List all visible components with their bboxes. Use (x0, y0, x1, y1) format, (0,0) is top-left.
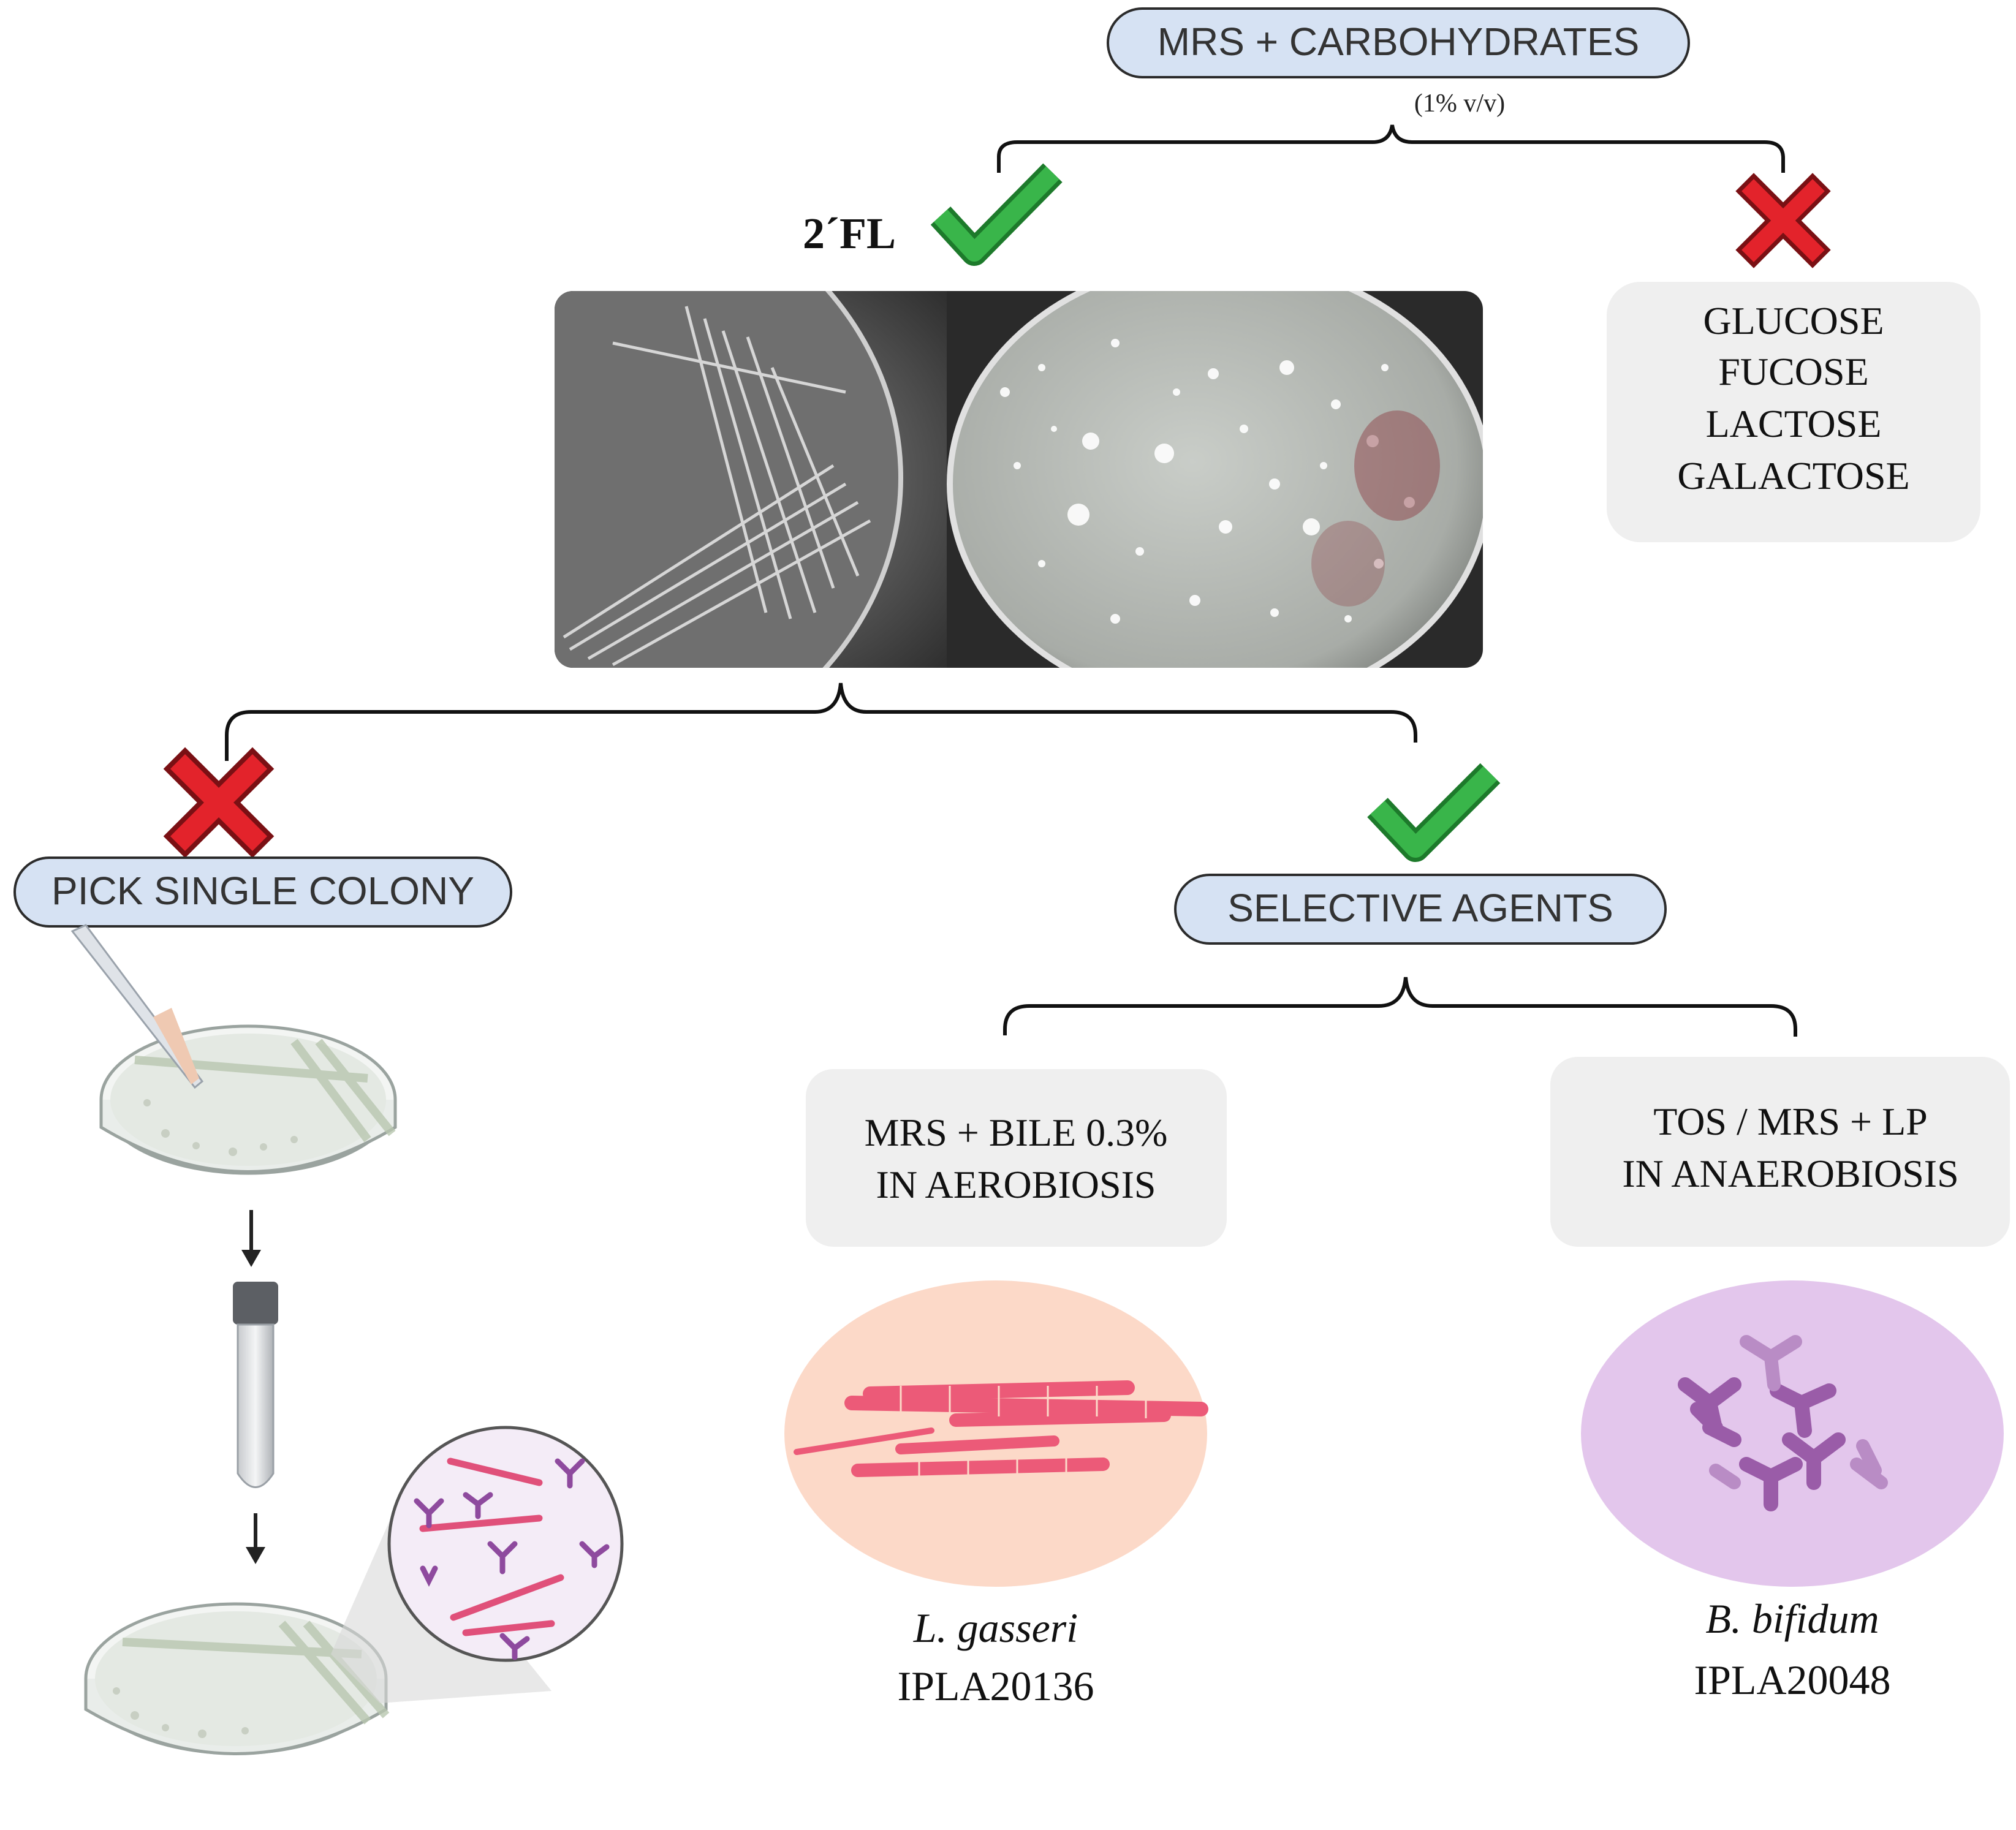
cross-icon (163, 747, 275, 858)
pick-single-colony-pill: PICK SINGLE COLONY (13, 856, 512, 928)
condition-aerobic-line1: MRS + BILE 0.3% (865, 1111, 1168, 1154)
species-l-gasseri: L. gasseri (913, 1605, 1078, 1651)
species-b-bifidum: B. bifidum (1705, 1595, 1879, 1642)
pipette-icon (70, 924, 204, 1089)
arrow-down-icon (246, 1513, 265, 1564)
magnifier-icon (387, 1426, 624, 1662)
l-gasseri-illustration (784, 1280, 1208, 1587)
petri-dish-icon (99, 1024, 397, 1175)
top-brace (997, 124, 1785, 173)
cross-icon (1735, 173, 1831, 268)
middle-brace (225, 682, 1417, 761)
carbohydrates-pill: MRS + CARBOHYDRATES (1107, 7, 1690, 78)
concentration-note: (1% v/v) (1414, 89, 1505, 118)
petri-dish-icon (84, 1602, 390, 1755)
test-tube-icon (233, 1282, 278, 1488)
rejected-substrate-2: FUCOSE (1718, 350, 1868, 393)
plate-photographs (555, 291, 1483, 668)
condition-box-anaerobic: TOS / MRS + LP IN ANAEROBIOSIS (1550, 1057, 2010, 1247)
rejected-substrate-1: GLUCOSE (1703, 299, 1884, 342)
selective-agents-pill: SELECTIVE AGENTS (1174, 874, 1667, 945)
carbohydrates-pill-label: MRS + CARBOHYDRATES (1158, 20, 1640, 64)
strain-ipla20136: IPLA20136 (897, 1663, 1094, 1709)
condition-anaerobic-line1: TOS / MRS + LP (1653, 1100, 1928, 1143)
pick-single-colony-label: PICK SINGLE COLONY (51, 869, 474, 913)
rejected-substrate-3: LACTOSE (1706, 402, 1882, 445)
lower-brace (1003, 977, 1797, 1037)
condition-anaerobic-line2: IN ANAEROBIOSIS (1622, 1152, 1958, 1195)
b-bifidum-illustration (1581, 1280, 2004, 1587)
rejected-substrate-4: GALACTOSE (1677, 454, 1909, 497)
accepted-substrate-label: 2´FL (803, 209, 896, 258)
rejected-substrates-box: GLUCOSE FUCOSE LACTOSE GALACTOSE (1607, 282, 1980, 542)
condition-aerobic-line2: IN AEROBIOSIS (876, 1163, 1156, 1206)
arrow-down-icon (241, 1210, 261, 1267)
selective-agents-label: SELECTIVE AGENTS (1227, 886, 1613, 930)
condition-box-aerobic: MRS + BILE 0.3% IN AEROBIOSIS (806, 1069, 1227, 1247)
strain-ipla20048: IPLA20048 (1694, 1657, 1890, 1703)
